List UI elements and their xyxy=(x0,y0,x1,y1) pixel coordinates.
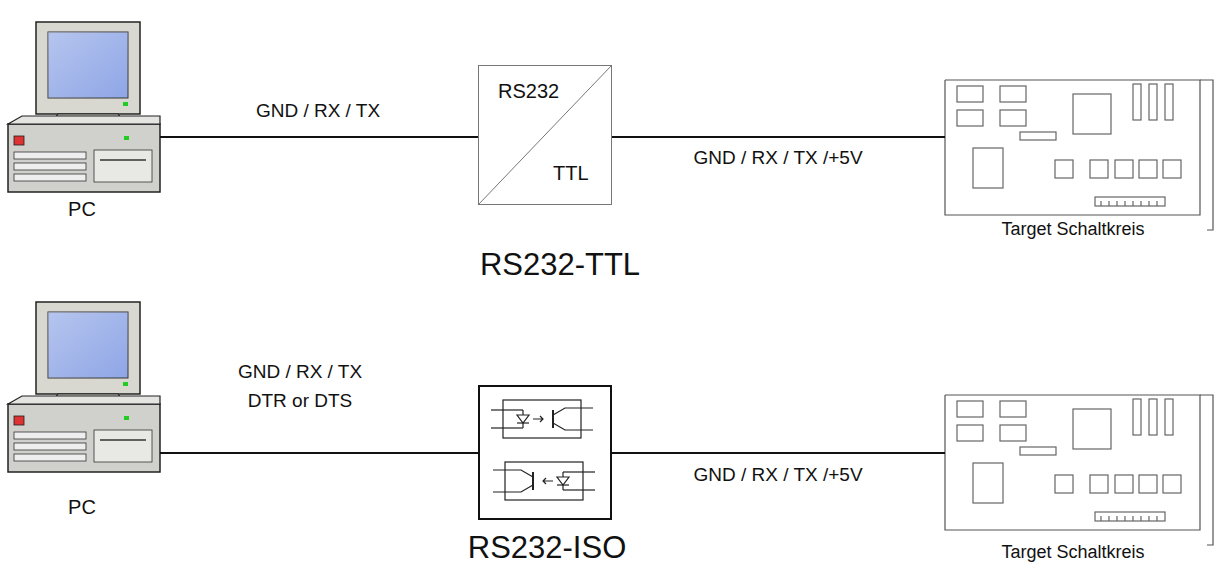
variant-title: RS232-TTL xyxy=(480,247,640,283)
node-text: PC xyxy=(68,496,96,519)
signal-label: GND / RX / TX DTR or DTS xyxy=(220,357,380,416)
pc-node: PC xyxy=(8,20,160,192)
target-board: Target Schaltkreis xyxy=(945,80,1213,215)
signal-label: GND / RX / TX /+5V xyxy=(658,460,898,489)
node-text: RS232-ISO xyxy=(468,530,627,566)
converter-box: RS232-ISO xyxy=(478,385,612,520)
node-text: RS232 xyxy=(498,80,559,103)
signal-label: GND / RX / TX /+5V xyxy=(658,143,898,172)
signal-line xyxy=(612,452,945,454)
converter-box: RS232TTL xyxy=(478,65,612,205)
node-text: TTL xyxy=(553,162,589,185)
signal-label: GND / RX / TX xyxy=(218,96,418,125)
target-board: Target Schaltkreis xyxy=(945,395,1213,530)
signal-line xyxy=(160,452,478,454)
signal-line xyxy=(612,136,945,138)
node-text: Target Schaltkreis xyxy=(1001,219,1144,240)
pc-node: PC xyxy=(8,300,160,472)
node-text: Target Schaltkreis xyxy=(1001,542,1144,563)
node-text: PC xyxy=(68,198,96,221)
signal-line xyxy=(160,136,478,138)
